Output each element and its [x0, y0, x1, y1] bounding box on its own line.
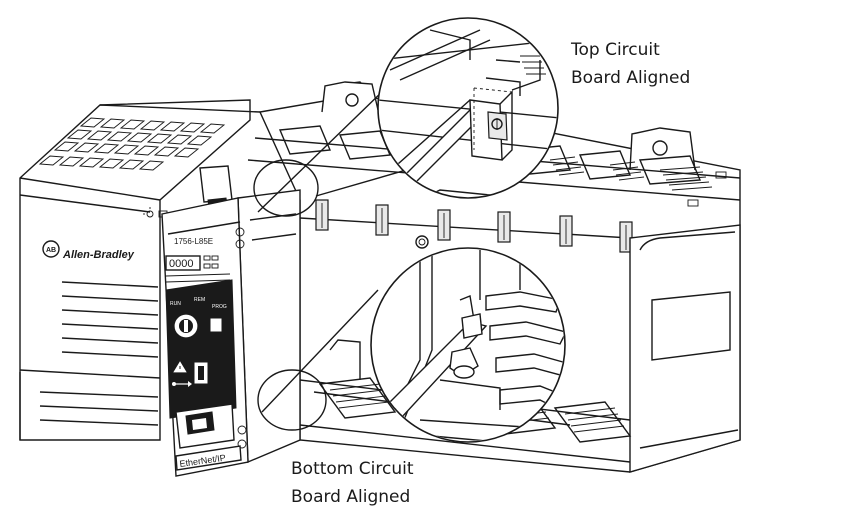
callout-bottom-line1: Bottom Circuit	[291, 459, 414, 479]
catalog-number: 1756-L85E	[174, 237, 213, 246]
zoom-source-top	[253, 159, 319, 217]
zoom-bottom	[370, 247, 566, 443]
status-display-text: 0000	[169, 258, 193, 270]
callout-top: Top Circuit Board Aligned	[571, 36, 690, 92]
key-position-prog: PROG	[212, 304, 227, 310]
zoom-top	[377, 17, 559, 199]
callout-bottom: Bottom Circuit Board Aligned	[291, 455, 413, 511]
backplane-connectors	[315, 199, 633, 253]
brand-badge	[42, 240, 60, 258]
callout-bottom-line2: Board Aligned	[291, 487, 411, 507]
key-position-rem: REM	[194, 297, 205, 303]
warning-triangle-icon	[173, 361, 187, 373]
callout-top-line2: Board Aligned	[571, 68, 691, 88]
key-position-run: RUN	[170, 301, 181, 307]
sd-card-slot[interactable]	[209, 317, 223, 333]
controller-module: 1756-L85E 0000 RUN REM PROG	[161, 165, 301, 477]
usb-icon	[172, 381, 192, 387]
key-switch-icon[interactable]	[173, 313, 199, 339]
zoom-source-bottom	[257, 369, 327, 431]
callout-top-line1: Top Circuit	[571, 40, 660, 60]
brand-name: Allen-Bradley	[62, 249, 135, 261]
brand-badge-text: AB	[46, 247, 56, 254]
power-supply-housing: AB Allen-Bradley	[19, 99, 261, 441]
status-display	[165, 255, 201, 271]
